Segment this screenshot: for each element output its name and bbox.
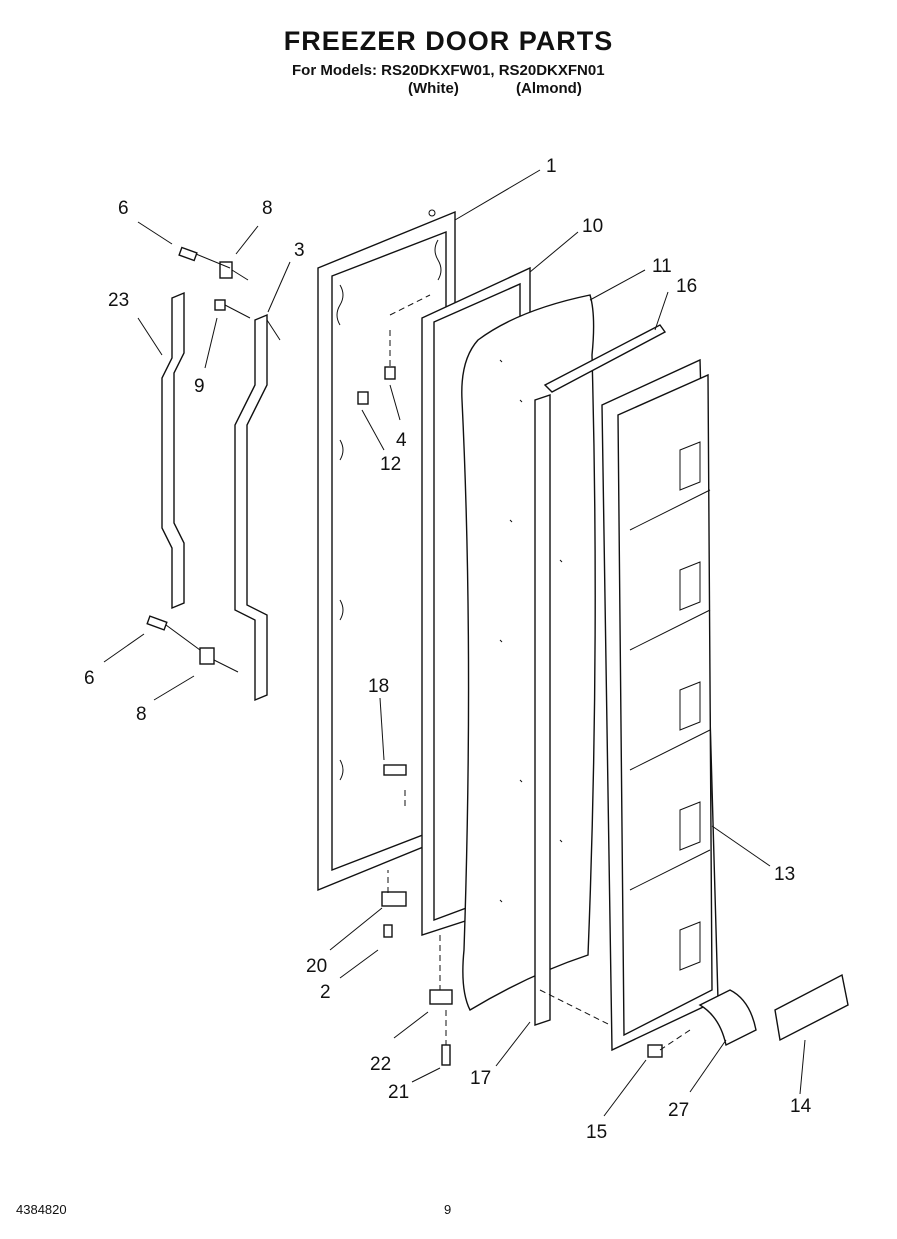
callout-6-lower: 6	[84, 668, 95, 689]
callout-12: 12	[380, 454, 401, 475]
leader-lines	[103, 169, 806, 1117]
callout-9: 9	[194, 376, 205, 397]
callout-4: 4	[396, 430, 407, 451]
callout-labels: 1 10 11 16 6 8 3 23 9 4 12 6 8 18 13 20 …	[84, 156, 812, 1143]
callout-1: 1	[546, 156, 557, 177]
assembly-lines	[165, 253, 691, 1051]
footer-page-number: 9	[444, 1202, 452, 1217]
callout-3: 3	[294, 240, 305, 261]
variant-almond: (Almond)	[516, 80, 582, 97]
top-trim-strip	[543, 324, 667, 393]
insulation-foam	[461, 294, 596, 1011]
hardware-parts	[146, 246, 849, 1066]
callout-18: 18	[368, 676, 389, 697]
callout-23: 23	[108, 290, 129, 311]
inner-door-liner	[601, 358, 719, 1052]
callout-22: 22	[370, 1054, 391, 1075]
models-line: For Models: RS20DKXFW01, RS20DKXFN01	[292, 62, 605, 79]
handle-trim	[161, 291, 185, 610]
callout-20: 20	[306, 956, 327, 977]
callout-8: 8	[262, 198, 273, 219]
callout-14: 14	[790, 1096, 812, 1117]
callout-17: 17	[470, 1068, 491, 1089]
footer-part-number: 4384820	[16, 1202, 67, 1217]
callout-21: 21	[388, 1082, 409, 1103]
variant-white: (White)	[408, 80, 459, 97]
door-handle	[234, 313, 268, 702]
callout-6: 6	[118, 198, 129, 219]
page-title: FREEZER DOOR PARTS	[283, 26, 614, 56]
callout-11: 11	[652, 256, 672, 277]
callout-15: 15	[586, 1122, 607, 1143]
callout-2: 2	[320, 982, 331, 1003]
side-strip	[534, 394, 551, 1026]
callout-16: 16	[676, 276, 697, 297]
callout-8-lower: 8	[136, 704, 147, 725]
callout-13: 13	[774, 864, 795, 885]
callout-27: 27	[668, 1100, 689, 1121]
callout-10: 10	[582, 216, 603, 237]
